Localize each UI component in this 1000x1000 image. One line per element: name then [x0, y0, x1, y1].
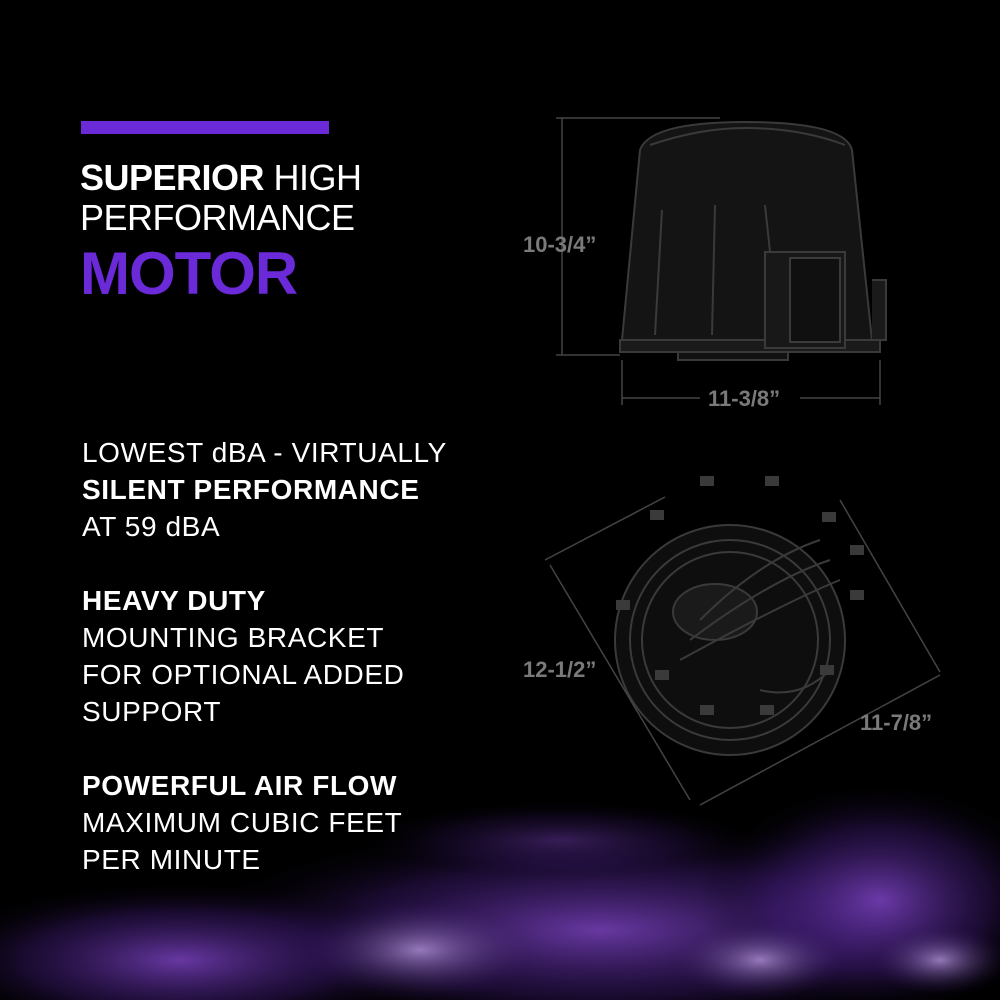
headline-rest: HIGH — [264, 157, 363, 198]
headline-bold-word: SUPERIOR — [80, 157, 265, 198]
feature-line: SUPPORT — [82, 696, 222, 727]
dimension-outer-diameter: 12-1/2” — [523, 657, 597, 682]
headline: SUPERIOR HIGH PERFORMANCE MOTOR — [80, 160, 362, 304]
feature-line-bold: SILENT PERFORMANCE — [82, 474, 420, 505]
headline-line-1: SUPERIOR HIGH — [80, 160, 362, 200]
dimension-inner-diameter: 11-7/8” — [860, 710, 933, 735]
feature-silent: LOWEST dBA - VIRTUALLY SILENT PERFORMANC… — [82, 434, 502, 545]
dimension-height: 10-3/4” — [523, 232, 597, 257]
dimension-width: 11-3/8” — [708, 386, 781, 411]
feature-airflow: POWERFUL AIR FLOW MAXIMUM CUBIC FEET PER… — [82, 767, 502, 878]
motor-technical-drawing — [544, 117, 941, 806]
feature-bracket: HEAVY DUTY MOUNTING BRACKET FOR OPTIONAL… — [82, 582, 502, 730]
feature-line: MOUNTING BRACKET — [82, 622, 385, 653]
feature-line: MAXIMUM CUBIC FEET — [82, 807, 403, 838]
feature-line-bold: HEAVY DUTY — [82, 585, 266, 616]
feature-line: PER MINUTE — [82, 844, 261, 875]
feature-line-bold: POWERFUL AIR FLOW — [82, 770, 398, 801]
motor-side-view — [619, 120, 887, 361]
accent-bar — [81, 121, 329, 134]
motor-top-view — [614, 524, 846, 756]
feature-list: LOWEST dBA - VIRTUALLY SILENT PERFORMANC… — [82, 434, 502, 915]
mounting-tabs — [616, 476, 864, 715]
feature-line: AT 59 dBA — [82, 511, 221, 542]
headline-line-2: PERFORMANCE — [80, 197, 355, 238]
feature-line: FOR OPTIONAL ADDED — [82, 659, 405, 690]
feature-line: LOWEST dBA - VIRTUALLY — [82, 437, 447, 468]
headline-motor: MOTOR — [80, 240, 298, 307]
